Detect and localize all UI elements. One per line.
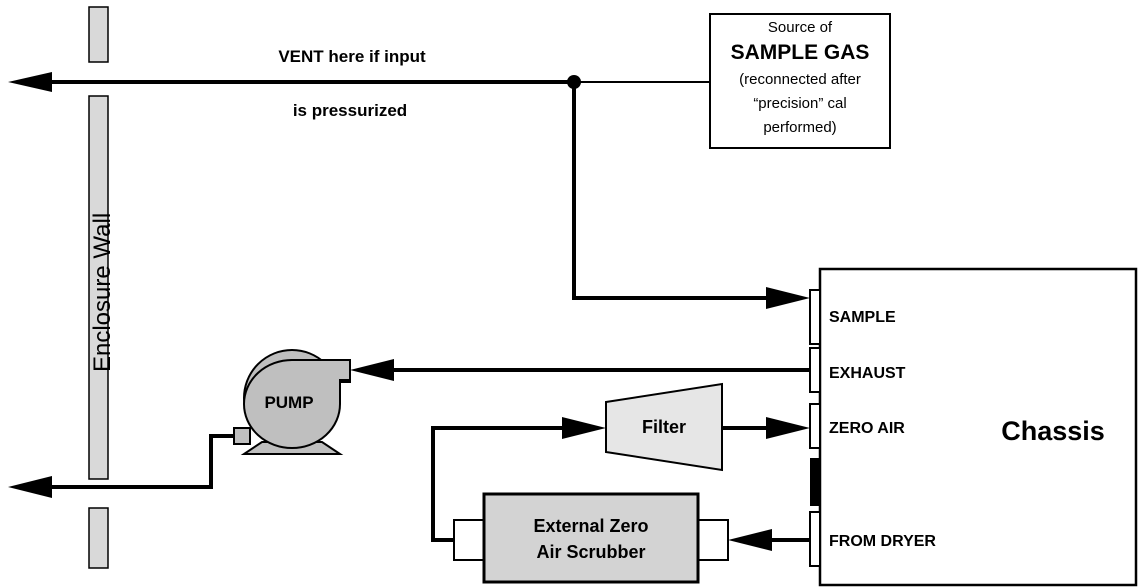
- enclosure-wall-middle: [88, 95, 109, 480]
- source-line5: performed): [763, 119, 836, 136]
- from-dryer-port: [809, 511, 821, 567]
- vent-label-line1: VENT here if input: [278, 47, 426, 66]
- enclosure-wall-bottom: [88, 507, 109, 569]
- scrubber-to-filter-arrowhead: [562, 417, 606, 439]
- pump-exhaust-line: [52, 434, 234, 489]
- zero-air-port: [809, 403, 821, 449]
- source-line1: Source of: [768, 19, 833, 36]
- sample-port: [809, 289, 821, 345]
- filter-label: Filter: [642, 417, 686, 437]
- chassis-side-block: [810, 458, 820, 506]
- sample-gas-source-box: [709, 13, 891, 149]
- external-zero-air-scrubber: [482, 492, 700, 584]
- zero-air-arrowhead: [766, 417, 810, 439]
- vent-arrowhead: [8, 72, 52, 92]
- chassis-title: Chassis: [1001, 416, 1105, 446]
- filter: [605, 382, 723, 472]
- pump-outlet: [233, 427, 251, 445]
- port-label-sample: SAMPLE: [829, 309, 896, 326]
- port-label-from-dryer: FROM DRYER: [829, 533, 936, 550]
- pump-body-round: [243, 359, 351, 449]
- sample-arrowhead: [766, 287, 810, 309]
- exhaust-arrowhead: [350, 359, 394, 381]
- vent-label-line2: is pressurized: [293, 101, 407, 120]
- source-line2: SAMPLE GAS: [731, 41, 870, 64]
- from-dryer-arrowhead: [728, 529, 772, 551]
- source-line3: (reconnected after: [739, 71, 861, 88]
- exhaust-port: [809, 347, 821, 393]
- pump-label: PUMP: [264, 393, 313, 412]
- scrubber-outlet-fitting: [697, 519, 729, 561]
- port-label-exhaust: EXHAUST: [829, 365, 906, 382]
- enclosure-wall-label: Enclosure Wall: [89, 213, 116, 372]
- source-line4: “precision” cal: [753, 95, 846, 112]
- pump-exhaust-arrowhead: [8, 476, 52, 498]
- chassis-box: [818, 267, 1138, 587]
- pump: PUMP: [233, 349, 351, 455]
- scrubber-to-filter-line: [431, 426, 562, 542]
- scrubber-label-line1: External Zero: [533, 516, 648, 536]
- sample-line: [572, 82, 768, 300]
- port-label-zero-air: ZERO AIR: [829, 420, 905, 437]
- enclosure-wall-top: [88, 6, 109, 63]
- scrubber-label-line2: Air Scrubber: [536, 542, 645, 562]
- scrubber-inlet-fitting: [453, 519, 485, 561]
